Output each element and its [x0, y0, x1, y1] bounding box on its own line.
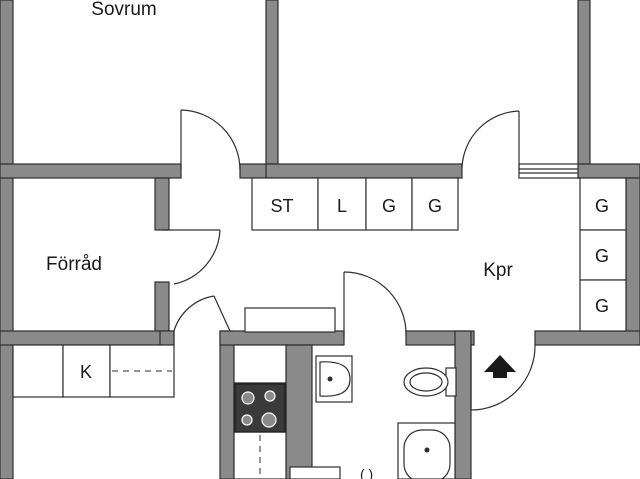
wardrobe-g5-label: G — [595, 296, 609, 316]
wall-bath-right — [454, 330, 472, 479]
kitchen-left-units: K — [12, 344, 175, 398]
wardrobe-g2 — [411, 177, 459, 231]
wardrobe-st-label: ST — [270, 196, 293, 216]
room-label-forrad: Förråd — [46, 254, 102, 275]
wall-room2-right — [577, 0, 591, 179]
counter-right — [109, 344, 175, 398]
doors — [162, 109, 536, 411]
wardrobe-g4 — [579, 229, 627, 281]
stove-icon — [234, 383, 286, 433]
storage-door-swing — [173, 229, 221, 285]
cabinet-k — [62, 344, 111, 398]
wardrobe-g3-label: G — [595, 196, 609, 216]
wall-storage-bottom — [0, 330, 175, 346]
wall-corridor-stub — [159, 330, 175, 346]
toilet-icon — [403, 367, 457, 397]
wardrobe-g4-label: G — [595, 246, 609, 266]
hall-wardrobes: ST L G G — [251, 177, 459, 231]
wall-room2-bottom — [265, 163, 463, 179]
wardrobe-l — [317, 177, 367, 231]
wall-left-outer — [0, 0, 14, 479]
kpr-wardrobes: G G G — [579, 177, 627, 332]
wardrobe-g2-label: G — [428, 196, 442, 216]
wall-right-top — [577, 163, 640, 179]
corridor-door-leaf — [213, 295, 231, 332]
wall-kitchen-top-left — [219, 330, 235, 479]
bedroom-door-swing — [180, 109, 241, 171]
kitchen — [233, 307, 341, 479]
bath-cabinet — [289, 466, 341, 479]
wardrobe-g5 — [579, 279, 627, 332]
cabinet-k-label: K — [80, 362, 92, 382]
corridor-door-swing — [173, 295, 215, 332]
wall-bedroom-bottom-left — [0, 163, 182, 179]
wall-bath-left — [285, 344, 313, 479]
counter-left — [12, 344, 64, 398]
room2-door-swing — [461, 110, 520, 169]
window-frame — [518, 163, 580, 179]
wall-bedroom-partition — [265, 0, 279, 179]
bathroom: ( ) — [315, 355, 457, 479]
bath-fixture-glyph: ( ) — [360, 466, 373, 479]
entrance-door-swing — [470, 344, 536, 411]
room-label-sovrum: Sovrum — [91, 0, 156, 20]
wardrobe-l-label: L — [337, 196, 347, 216]
wall-kitchen-top — [219, 330, 345, 346]
bath-door-swing — [343, 271, 407, 337]
wardrobe-g1-label: G — [382, 196, 396, 216]
room-label-kpr: Kpr — [483, 260, 513, 281]
bathtub-icon — [397, 422, 456, 479]
wardrobe-g1 — [365, 177, 413, 231]
kitchen-shelf — [244, 307, 336, 333]
sink-icon — [315, 355, 353, 403]
entrance-arrow-icon — [484, 355, 516, 378]
wall-right-outer — [625, 177, 640, 345]
wall-storage-right-top — [154, 177, 170, 231]
wall-entrance-right — [534, 330, 640, 346]
wardrobe-st — [251, 177, 319, 231]
